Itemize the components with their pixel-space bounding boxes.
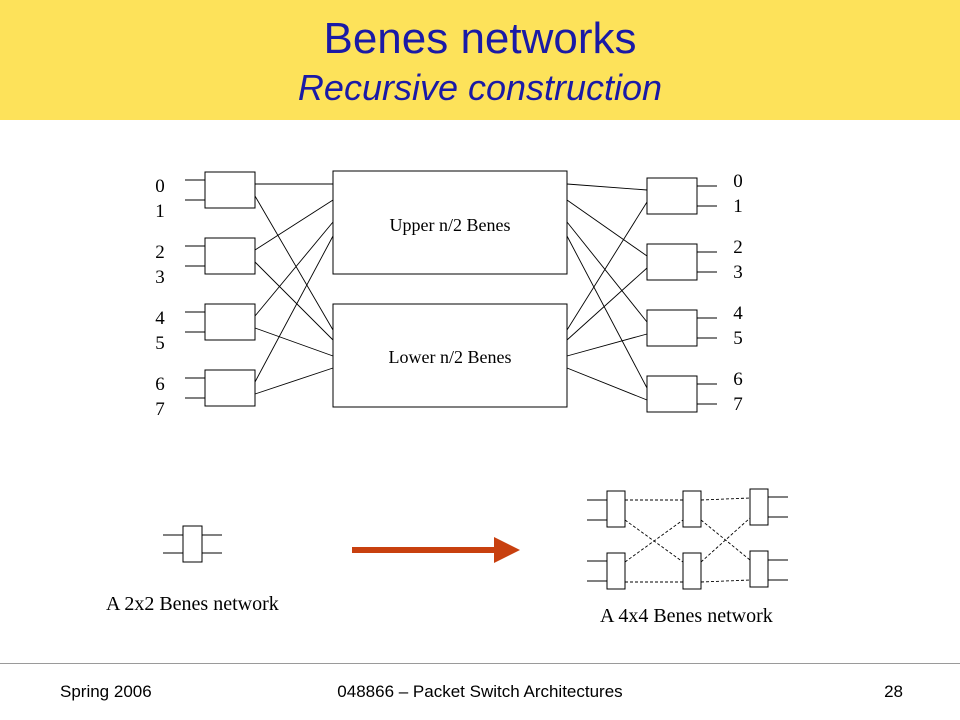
benes-4x4-network — [587, 488, 788, 590]
output-port-label: 1 — [733, 196, 743, 217]
upper-subnetwork-block — [332, 170, 568, 275]
input-port-label: 3 — [155, 267, 165, 288]
output-port-label: 2 — [733, 237, 743, 258]
input-switch-3 — [204, 369, 256, 407]
benes-2x2-switch — [163, 525, 222, 563]
slide-number: 28 — [884, 682, 903, 701]
output-switch-0 — [646, 177, 698, 215]
output-port-labels: 0 1 2 3 4 5 6 7 — [733, 171, 743, 415]
input-port-label: 2 — [155, 242, 165, 263]
title-band — [0, 0, 960, 120]
input-switch-1 — [204, 237, 256, 275]
input-port-label: 5 — [155, 333, 165, 354]
input-switch-2 — [204, 303, 256, 341]
output-switch-2 — [646, 309, 698, 347]
output-switch-3 — [646, 375, 698, 413]
caption-4x4: A 4x4 Benes network — [600, 605, 773, 627]
lower-block-label: Lower n/2 Benes — [389, 347, 512, 367]
slide-subtitle: Recursive construction — [297, 67, 663, 108]
footer-rule — [0, 663, 960, 664]
input-port-labels: 0 1 2 3 4 5 6 7 — [155, 176, 165, 420]
benes-diagram: Upper n/2 Benes Lower n/2 Benes 0 1 2 3 … — [106, 170, 788, 627]
input-port-label: 4 — [155, 308, 165, 329]
slide-title: Benes networks — [323, 14, 637, 63]
output-switch-1 — [646, 243, 698, 281]
input-port-label: 0 — [155, 176, 165, 197]
output-port-label: 3 — [733, 262, 743, 283]
output-port-label: 6 — [733, 369, 743, 390]
left-interconnect — [254, 183, 334, 395]
right-interconnect — [566, 183, 648, 401]
output-port-label: 4 — [733, 303, 743, 324]
caption-2x2: A 2x2 Benes network — [106, 593, 279, 615]
construction-arrow — [352, 537, 520, 563]
output-stubs — [697, 185, 717, 405]
output-port-label: 0 — [733, 171, 743, 192]
input-port-label: 7 — [155, 399, 165, 420]
footer-date: Spring 2006 — [60, 682, 152, 701]
output-port-label: 5 — [733, 328, 743, 349]
footer-course: 048866 – Packet Switch Architectures — [337, 682, 623, 701]
upper-block-label: Upper n/2 Benes — [390, 215, 511, 235]
input-switch-0 — [204, 171, 256, 209]
input-port-label: 1 — [155, 201, 165, 222]
lower-subnetwork-block — [332, 303, 568, 408]
input-stubs — [185, 179, 205, 399]
input-port-label: 6 — [155, 374, 165, 395]
output-port-label: 7 — [733, 394, 743, 415]
